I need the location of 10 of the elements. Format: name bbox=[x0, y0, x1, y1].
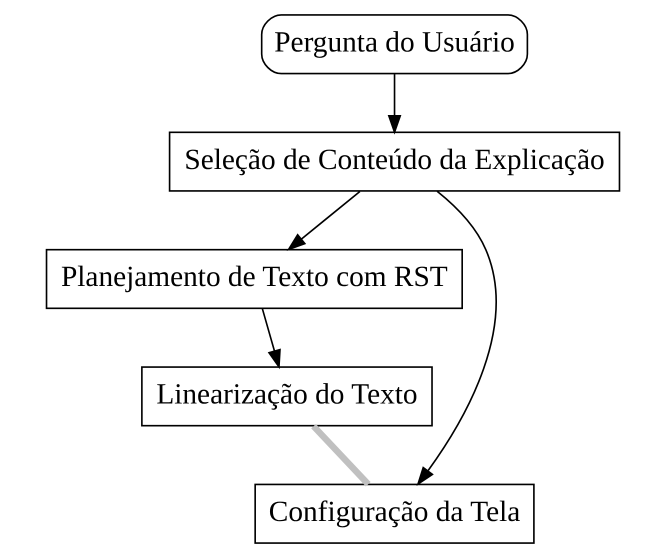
arrow bbox=[286, 190, 360, 252]
node-box: Pergunta do Usuário bbox=[260, 14, 528, 74]
arrow bbox=[416, 190, 497, 486]
node-box: Configuração da Tela bbox=[254, 484, 535, 544]
node-box: Planejamento de Texto com RST bbox=[46, 248, 463, 310]
connector bbox=[311, 424, 371, 486]
arrow bbox=[262, 308, 281, 370]
node-box: Seleção de Conteúdo da Explicação bbox=[168, 131, 620, 192]
arrow bbox=[388, 74, 402, 135]
node-box: Linearização do Texto bbox=[141, 366, 433, 427]
